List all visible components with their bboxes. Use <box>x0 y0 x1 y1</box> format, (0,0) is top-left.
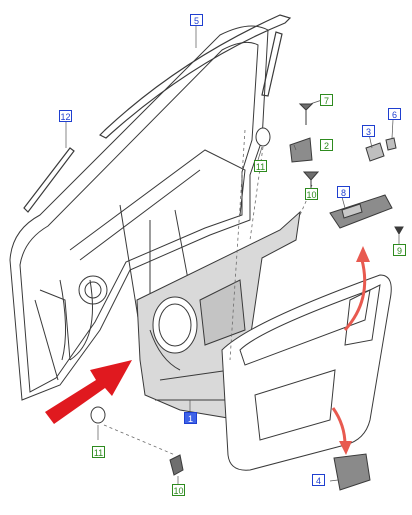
callout-5: 5 <box>190 14 203 26</box>
window-strips <box>23 14 292 213</box>
window-switch <box>365 137 397 162</box>
indicator-arrows <box>45 246 370 455</box>
callout-2: 2 <box>320 139 333 151</box>
door-frame <box>9 25 269 401</box>
callout-8: 8 <box>337 186 350 198</box>
callout-9: 9 <box>393 244 406 256</box>
pink-arrow-up <box>343 259 367 332</box>
callout-3: 3 <box>362 125 375 137</box>
callout-10-top: 10 <box>305 188 318 200</box>
callout-4: 4 <box>312 474 325 486</box>
leader-lines <box>103 129 312 456</box>
door-trim-panel <box>136 210 301 421</box>
callout-1: 1 <box>184 412 197 424</box>
callout-leaders <box>65 26 400 484</box>
callout-10-bottom: 10 <box>172 484 185 496</box>
callout-11-top: 11 <box>254 160 267 172</box>
callout-11-bottom: 11 <box>92 446 105 458</box>
callout-6: 6 <box>388 108 401 120</box>
callout-7: 7 <box>320 94 333 106</box>
switch-bezel <box>329 194 393 229</box>
callout-12: 12 <box>59 110 72 122</box>
fasteners <box>90 103 404 476</box>
red-arrow <box>45 360 132 424</box>
armrest-cover <box>333 453 371 491</box>
